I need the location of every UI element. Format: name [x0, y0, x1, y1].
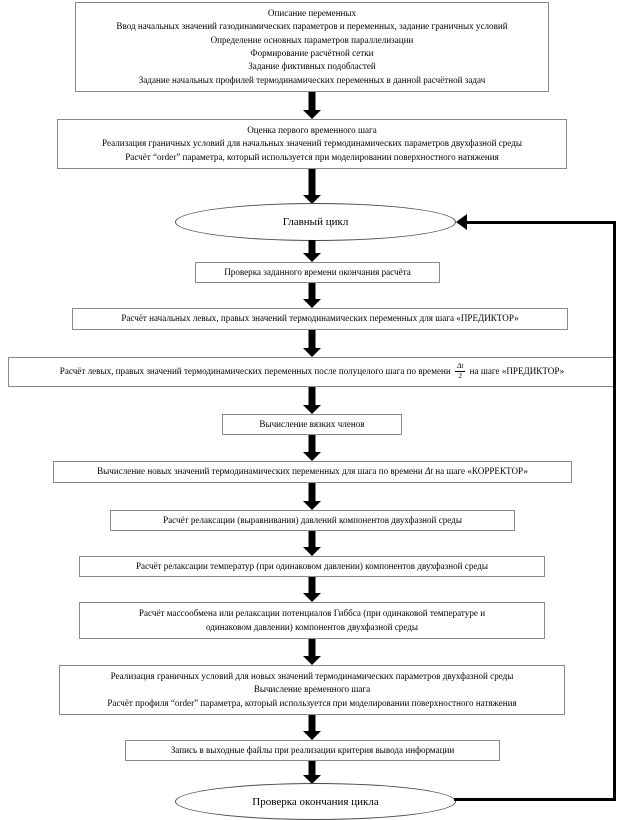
- feedback-bottom-segment: [454, 798, 616, 801]
- node-init-line-4: Формирование расчётной сетки: [250, 48, 374, 58]
- node-corrector-text-before: Вычисление новых значений термодинамичес…: [97, 466, 426, 477]
- node-gibbs-relaxation-line-2: одинаковом давлении) компонентов двухфаз…: [205, 621, 419, 632]
- node-boundary-new-line-1: Реализация граничных условий для новых з…: [110, 670, 514, 681]
- node-predictor-half-label: Расчёт левых, правых значений термодинам…: [59, 361, 565, 381]
- node-init-line-3: Определение основных параметров параллел…: [210, 34, 414, 45]
- node-first-step-line-2: Реализация граничных условий для начальн…: [102, 138, 522, 149]
- node-boundary-new: Реализация граничных условий для новых з…: [59, 665, 565, 715]
- node-init-line-1: Описание переменных: [267, 7, 357, 18]
- node-viscous-terms-label: Вычисление вязких членов: [259, 418, 365, 429]
- fraction-denominator: 2: [458, 371, 463, 380]
- feedback-arrow-head-icon: [456, 214, 467, 230]
- node-init-line-5: Задание фиктивных подобластей: [248, 61, 376, 72]
- node-check-loop-end-label: Проверка окончания цикла: [252, 795, 379, 808]
- node-boundary-new-line-3: Расчёт профиля “order” параметра, которы…: [107, 697, 517, 708]
- node-boundary-new-line-2: Вычисление временного шага: [253, 684, 371, 695]
- node-write-output: Запись в выходные файлы при реализации к…: [125, 740, 500, 761]
- node-predictor-half: Расчёт левых, правых значений термодинам…: [8, 357, 616, 387]
- node-predictor-initial-label: Расчёт начальных левых, правых значений …: [121, 313, 519, 324]
- node-init-line-6: Задание начальных профилей термодинамиче…: [138, 74, 486, 85]
- node-main-loop-label: Главный цикл: [282, 216, 349, 228]
- node-init-line-2: Ввод начальных значений газодинамических…: [116, 21, 508, 32]
- node-temperature-relaxation: Расчёт релаксации температур (при одинак…: [79, 556, 545, 577]
- node-corrector-label: Вычисление новых значений термодинамичес…: [97, 465, 528, 478]
- node-main-loop: Главный цикл: [175, 203, 456, 241]
- node-predictor-half-text-before: Расчёт левых, правых значений термодинам…: [59, 366, 453, 377]
- node-first-step-line-1: Оценка первого временного шага: [247, 124, 377, 135]
- node-viscous-terms: Вычисление вязких членов: [222, 414, 402, 435]
- node-corrector-text-after: на шаге «КОРРЕКТОР»: [432, 466, 528, 477]
- node-pressure-relaxation-label: Расчёт релаксации (выравнивания) давлени…: [163, 514, 462, 525]
- node-check-end-time-label: Проверка заданного времени окончания рас…: [224, 266, 411, 277]
- node-gibbs-relaxation-line-1: Расчёт массообмена или релаксации потенц…: [138, 608, 486, 619]
- feedback-top-segment: [467, 221, 616, 224]
- node-temperature-relaxation-label: Расчёт релаксации температур (при одинак…: [135, 560, 489, 571]
- feedback-right-segment: [613, 221, 616, 801]
- node-init: Описание переменных Ввод начальных значе…: [75, 2, 549, 92]
- node-predictor-initial: Расчёт начальных левых, правых значений …: [72, 308, 568, 330]
- symbol-delta-t: Δt: [425, 466, 433, 477]
- node-write-output-label: Запись в выходные файлы при реализации к…: [170, 744, 455, 755]
- node-first-step: Оценка первого временного шага Реализаци…: [57, 119, 567, 169]
- fraction-numerator: Δt: [455, 361, 466, 372]
- node-predictor-half-text-after: на шаге «ПРЕДИКТОР»: [467, 366, 565, 377]
- node-corrector: Вычисление новых значений термодинамичес…: [53, 461, 572, 483]
- node-pressure-relaxation: Расчёт релаксации (выравнивания) давлени…: [110, 510, 515, 531]
- node-check-end-time: Проверка заданного времени окончания рас…: [195, 262, 440, 283]
- node-gibbs-relaxation: Расчёт массообмена или релаксации потенц…: [79, 602, 545, 639]
- node-check-loop-end: Проверка окончания цикла: [175, 783, 456, 820]
- node-first-step-line-3: Расчёт “order” параметра, который исполь…: [125, 151, 499, 162]
